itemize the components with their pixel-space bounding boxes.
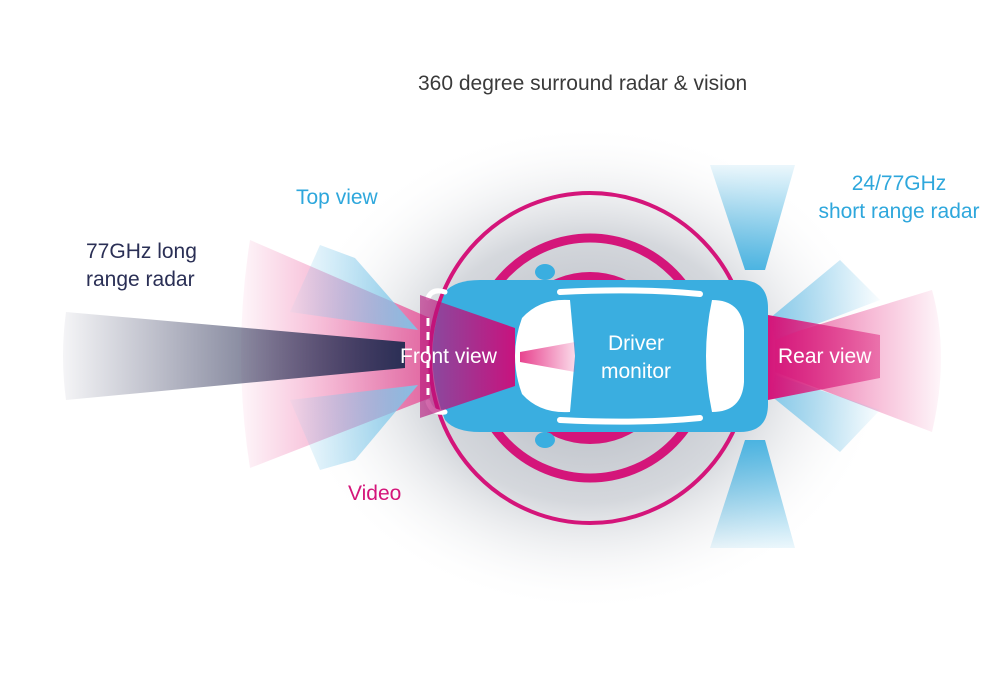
- front-view-label: Front view: [400, 345, 497, 368]
- mirror-top: [535, 264, 555, 280]
- driver-monitor-label-line1: Driver: [608, 332, 664, 355]
- short-range-beam-top: [710, 165, 795, 270]
- short-range-beam-bottom: [710, 440, 795, 548]
- side-window-bottom: [557, 415, 703, 425]
- car-body: [432, 280, 768, 432]
- rear-view-beam: [768, 315, 880, 400]
- driver-monitor-label-line2: monitor: [600, 360, 672, 383]
- top-view-beam-upper: [290, 245, 418, 330]
- short-range-beam-right-upper: [770, 260, 880, 340]
- video-label: Video: [348, 482, 402, 505]
- rear-view-label: Rear view: [778, 345, 872, 368]
- short-range-radar-label-line2: short range radar: [818, 200, 980, 223]
- top-view-beam-lower: [290, 385, 418, 470]
- side-window-top: [557, 287, 703, 297]
- long-range-radar-label-line1: 77GHz long: [86, 240, 197, 263]
- headlight-top: [425, 288, 448, 301]
- short-range-radar-label-line1: 24/77GHz: [851, 172, 947, 195]
- top-view-label: Top view: [296, 186, 378, 209]
- diagram-title: 360 degree surround radar & vision: [418, 72, 748, 95]
- long-range-radar-label-line2: range radar: [86, 268, 195, 291]
- rear-window: [706, 300, 744, 412]
- mirror-bottom: [535, 432, 555, 448]
- driver-monitor-beam: [520, 342, 575, 372]
- short-range-beam-right-lower: [770, 375, 880, 452]
- long-range-radar-beam: [63, 312, 405, 400]
- front-view-beam: [420, 295, 515, 418]
